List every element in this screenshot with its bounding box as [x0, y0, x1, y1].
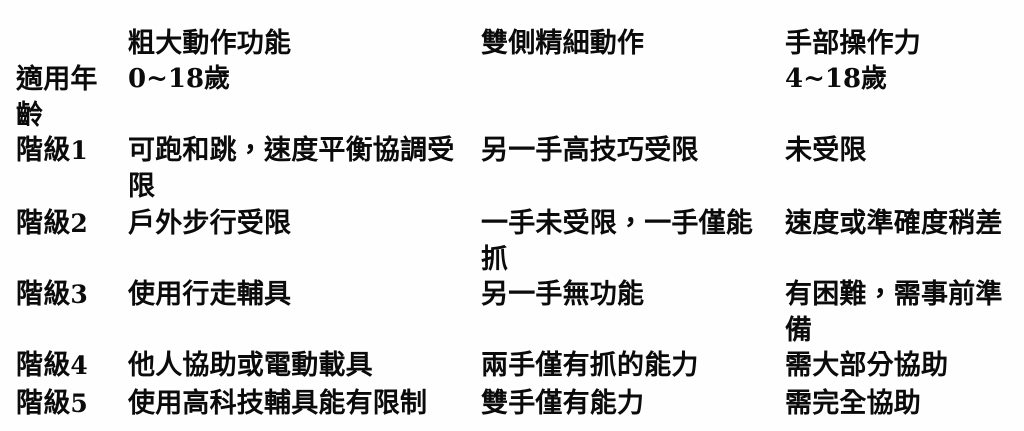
row-label-level: 階級1	[16, 133, 128, 169]
cell-manual-ability: 速度或準確度稍差	[785, 208, 1003, 239]
cell-gross-motor: 戶外步行受限	[128, 208, 292, 239]
row-label-level: 階級4	[16, 348, 128, 384]
row-label-level: 階級2	[16, 206, 128, 242]
row-label-number: 3	[70, 280, 89, 309]
cell-gross-motor: 可跑和跳，速度平衡協調受 限	[128, 135, 455, 202]
cell-bimanual-fine-motor: 一手未受限，一手僅能 抓	[481, 208, 753, 275]
cell-bimanual-fine-motor: 兩手僅有抓的能力	[481, 350, 699, 381]
row-label-number: 5	[70, 389, 89, 418]
cell-gross-motor: 他人協助或電動載具	[128, 350, 373, 381]
row-label-text: 階級	[16, 350, 71, 381]
cell-gross-motor: 使用高科技輔具能有限制	[128, 388, 428, 419]
header-cell-manual-ability: 手部操作力	[785, 28, 921, 59]
header-cell-gross-motor: 粗大動作功能	[128, 28, 292, 59]
row-label-number: 4	[70, 351, 89, 380]
row-label-level: 階級5	[16, 386, 128, 422]
cell-bimanual-fine-motor: 另一手無功能	[481, 279, 645, 310]
row-label-applicable-age: 適用年 齡	[16, 64, 98, 131]
cell-manual-ability: 需完全協助	[785, 388, 921, 419]
row-label-text: 階級	[16, 388, 71, 419]
cell-manual-ability: 有困難，需事前準 備	[785, 279, 1003, 346]
row-label-number: 2	[70, 209, 89, 238]
cell-manual-ability: 需大部分協助	[785, 350, 949, 381]
row-label-level: 階級3	[16, 277, 128, 313]
cell-manual-ability: 未受限	[785, 135, 867, 166]
cell-bimanual-fine-motor: 雙手僅有能力	[481, 388, 645, 419]
row-label-text: 階級	[16, 208, 71, 239]
header-cell-bimanual-fine-motor: 雙側精細動作	[481, 28, 645, 59]
row-label-number: 1	[70, 136, 89, 165]
age-value-manual-ability: 4~18歲	[785, 64, 888, 94]
row-label-text: 階級	[16, 279, 71, 310]
row-label-text: 階級	[16, 135, 71, 166]
cell-gross-motor: 使用行走輔具	[128, 279, 292, 310]
cell-bimanual-fine-motor: 另一手高技巧受限	[481, 135, 699, 166]
age-value-gross-motor: 0~18歲	[128, 64, 231, 94]
